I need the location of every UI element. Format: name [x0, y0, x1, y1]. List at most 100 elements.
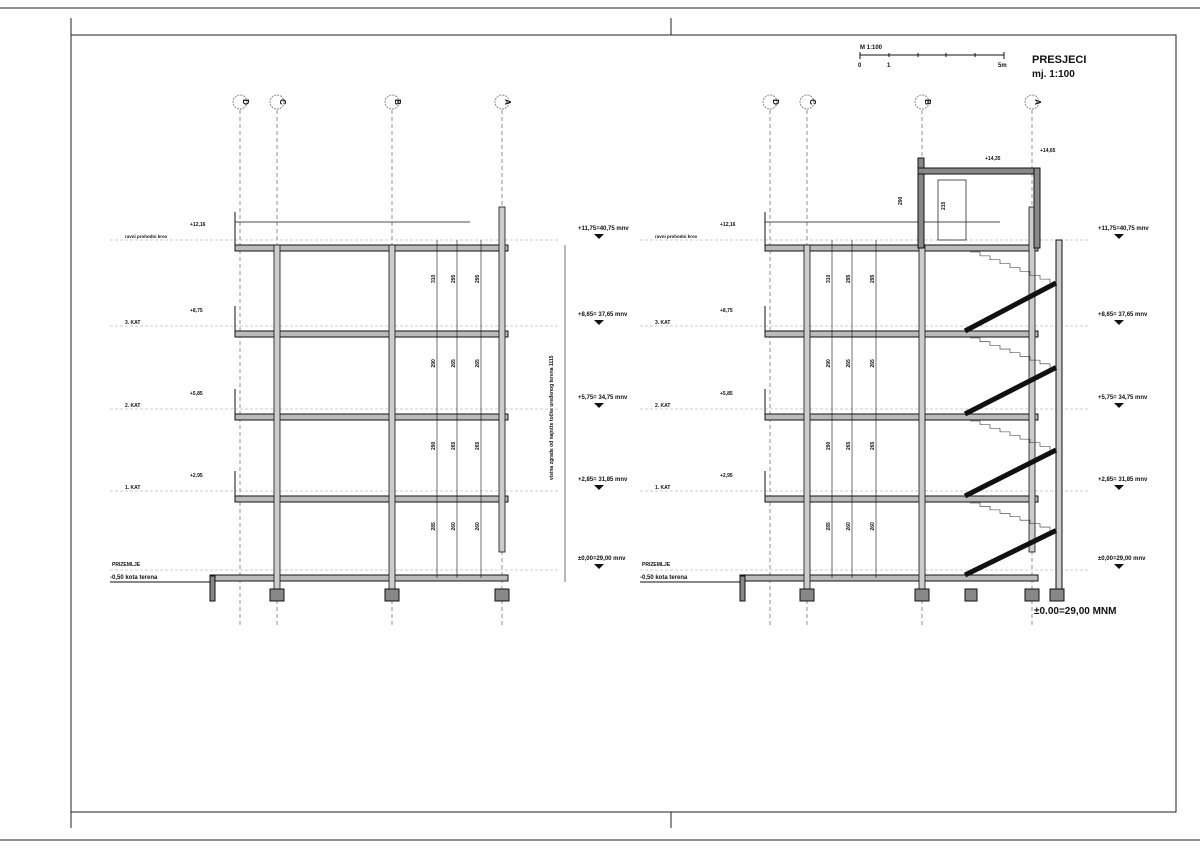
- footing: [964, 588, 978, 602]
- elevation-label: +8,65= 37,65 mnv: [1098, 312, 1148, 318]
- elevation-label: +5,75= 34,75 mnv: [1098, 395, 1148, 401]
- level-name: PRIZEMLJE: [112, 562, 141, 568]
- floor-slab: [739, 574, 1039, 582]
- stair-steps: [970, 251, 1051, 283]
- dimension-value: 265: [870, 359, 876, 368]
- footing: [209, 575, 216, 602]
- stair-steps: [970, 502, 1051, 531]
- axis-label: B: [923, 99, 932, 105]
- stair-flight: [963, 365, 1058, 417]
- axis-bubble: [494, 94, 510, 110]
- scale-bar: [859, 52, 1005, 59]
- dimension-value: 265: [475, 359, 481, 368]
- dimension-value: 260: [870, 522, 876, 531]
- elevation-marker: [594, 564, 604, 569]
- stair-steps: [970, 337, 1051, 368]
- drawing-title: PRESJECI: [1032, 54, 1086, 66]
- axis-label: C: [278, 99, 287, 105]
- elevation-label: +2,85= 31,85 mnv: [578, 477, 628, 483]
- axis-label: A: [1033, 99, 1042, 105]
- parapet-elevation: +2,95: [190, 473, 203, 479]
- terrain-label: -0,50 kota terena: [640, 575, 688, 581]
- elevation-marker: [594, 234, 604, 239]
- axis-bubble: [914, 94, 930, 110]
- axis-bubble: [232, 94, 248, 110]
- axis-bubble: [269, 94, 285, 110]
- scale-tick-0: 0: [858, 63, 862, 69]
- sheet-frame: [0, 7, 1200, 841]
- elevation-marker: [594, 403, 604, 408]
- door-dimension: 215: [941, 201, 947, 210]
- stair-flight: [963, 447, 1058, 499]
- elevation-marker: [1114, 564, 1124, 569]
- elevation-label: +5,75= 34,75 mnv: [578, 395, 628, 401]
- elevation-label: ±0,00=29,00 mnv: [1098, 556, 1146, 562]
- dimension-value: 265: [451, 441, 457, 450]
- column: [273, 244, 281, 591]
- elevation-marker: [1114, 403, 1124, 408]
- axis-bubble: [799, 94, 815, 110]
- dimension-value: 265: [846, 441, 852, 450]
- column: [388, 244, 396, 591]
- stair-flight: [963, 528, 1058, 578]
- elevation-label: +11,75=40,75 mnv: [1098, 226, 1149, 232]
- dimension-value: 265: [475, 441, 481, 450]
- dimension-value: 290: [826, 441, 832, 450]
- axis-label: B: [393, 99, 402, 105]
- column: [498, 206, 506, 553]
- axis-bubble: [762, 94, 778, 110]
- dimension-value: 310: [826, 274, 832, 283]
- tower-dimension: 290: [898, 196, 904, 205]
- parapet-elevation: +5,85: [720, 391, 733, 397]
- level-name: PRIZEMLJE: [642, 562, 671, 568]
- dimension-value: 265: [846, 359, 852, 368]
- stair-steps: [970, 420, 1051, 450]
- dimension-value: 290: [431, 441, 437, 450]
- column: [803, 244, 811, 591]
- elevation-marker: [1114, 320, 1124, 325]
- footing: [494, 588, 510, 602]
- elevation-label: +8,65= 37,65 mnv: [578, 312, 628, 318]
- dimension-value: 310: [431, 274, 437, 283]
- tower-wall: [917, 157, 925, 249]
- parapet-elevation: +8,75: [720, 308, 733, 314]
- building-height-note: visina zgrade od najniže točke uređenog …: [549, 355, 555, 480]
- scale-bar-label: M 1:100: [860, 45, 883, 51]
- tower-wall: [1033, 167, 1041, 249]
- footing: [1049, 588, 1065, 602]
- elevation-marker: [594, 485, 604, 490]
- dimension-value: 290: [826, 359, 832, 368]
- parapet-elevation: +5,85: [190, 391, 203, 397]
- elevation-label: ±0,00=29,00 mnv: [578, 556, 626, 562]
- dimension-value: 285: [826, 522, 832, 531]
- elevation-marker: [594, 320, 604, 325]
- parapet-elevation: +12,16: [190, 222, 206, 228]
- level-name: ravni prohodni krov: [125, 234, 168, 239]
- footing: [269, 588, 285, 602]
- level-name: ravni prohodni krov: [655, 234, 698, 239]
- dimension-value: 295: [451, 274, 457, 283]
- level-name: 2. KAT: [655, 403, 670, 409]
- footing: [914, 588, 930, 602]
- elevation-marker: [1114, 234, 1124, 239]
- scale-tick-1: 1: [887, 63, 891, 69]
- elevation-marker: [1114, 485, 1124, 490]
- level-name: 1. KAT: [655, 485, 670, 491]
- reference-elevation: ±0.00=29,00 MNM: [1034, 606, 1116, 617]
- parapet-elevation: +8,75: [190, 308, 203, 314]
- floor-slab: [209, 574, 509, 582]
- dimension-value: 260: [846, 522, 852, 531]
- tower-door: [937, 179, 967, 241]
- dimension-value: 285: [431, 522, 437, 531]
- dimension-value: 265: [451, 359, 457, 368]
- column: [918, 244, 926, 591]
- dimension-value: 290: [431, 359, 437, 368]
- axis-label: A: [503, 99, 512, 105]
- axis-bubble: [1024, 94, 1040, 110]
- footing: [799, 588, 815, 602]
- elevation-label: +11,75=40,75 mnv: [578, 226, 629, 232]
- title-block: PRESJECI mj. 1:100 M 1:100 0 1 5m: [858, 45, 1086, 80]
